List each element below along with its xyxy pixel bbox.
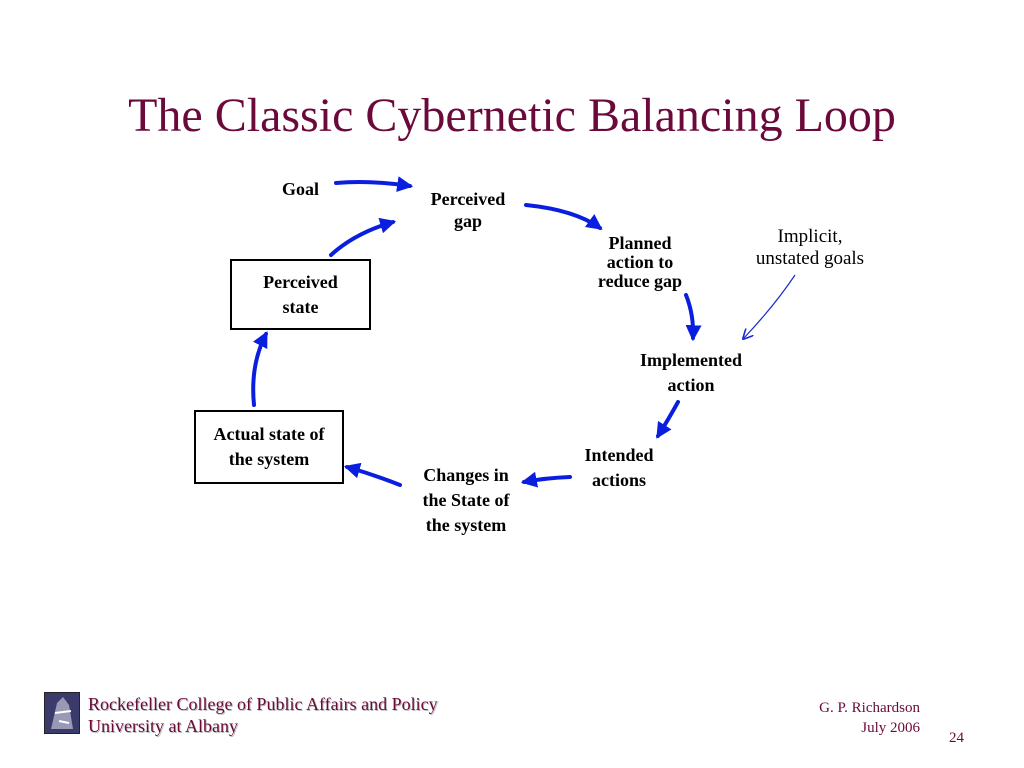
footer-author: G. P. Richardson <box>819 700 920 716</box>
footer-date: July 2006 <box>861 720 920 736</box>
node-intended-actions-line2: actions <box>592 470 646 490</box>
university-seal-logo <box>44 692 80 734</box>
arrow-gap-to-planned <box>524 203 603 230</box>
node-implicit-goals: Implicit, unstated goals <box>742 226 878 270</box>
arrow-perceived-state-to-gap <box>329 217 397 257</box>
footer-institution-line2: University at Albany <box>88 716 238 736</box>
footer-institution: Rockefeller College of Public Affairs an… <box>88 693 438 737</box>
node-changes-in-state-line2: the State of <box>422 490 510 510</box>
slide-title: The Classic Cybernetic Balancing Loop <box>128 89 896 142</box>
node-perceived-gap-line2: gap <box>453 211 482 231</box>
node-implemented-action: Implemented action <box>620 348 762 398</box>
node-planned-action: Planned action to reduce gap <box>580 234 700 291</box>
page-number: 24 <box>949 730 964 746</box>
node-implemented-action-line1: Implemented <box>640 350 742 370</box>
node-planned-action-line2: action to <box>606 252 674 272</box>
arrow-implemented-to-intended <box>656 400 680 439</box>
node-actual-state-line1: Actual state of <box>213 424 325 444</box>
footer-institution-line1: Rockefeller College of Public Affairs an… <box>88 694 438 714</box>
arrow-actual-to-perceived-state <box>251 331 268 407</box>
node-planned-action-line3: reduce gap <box>597 271 683 291</box>
node-implicit-goals-line1: Implicit, <box>777 226 843 247</box>
node-actual-state-box: Actual state of the system <box>194 410 344 484</box>
node-planned-action-line1: Planned <box>608 233 672 253</box>
arrow-changes-to-actual <box>343 462 402 487</box>
seal-figure-icon <box>51 697 73 729</box>
node-intended-actions: Intended actions <box>568 443 670 493</box>
node-perceived-state-box: Perceived state <box>230 259 371 330</box>
arrow-implicit-to-implemented <box>744 274 796 338</box>
node-actual-state-line2: the system <box>228 449 310 469</box>
node-perceived-gap-line1: Perceived <box>430 189 506 209</box>
node-goal-label: Goal <box>282 179 320 199</box>
node-changes-in-state-line3: the system <box>425 515 507 535</box>
node-changes-in-state-line1: Changes in <box>423 465 509 485</box>
arrow-intended-to-changes <box>520 471 572 488</box>
footer-author-date: G. P. Richardson July 2006 <box>819 698 920 738</box>
arrow-goal-to-gap <box>334 176 414 193</box>
node-implicit-goals-line2: unstated goals <box>755 248 865 269</box>
arrow-planned-to-implemented <box>684 293 702 342</box>
node-changes-in-state: Changes in the State of the system <box>404 463 528 538</box>
node-goal: Goal <box>282 178 319 200</box>
node-perceived-state-line2: state <box>282 296 319 317</box>
node-perceived-state-line1: Perceived <box>263 271 338 292</box>
node-implemented-action-line2: action <box>667 375 715 395</box>
node-perceived-gap: Perceived gap <box>414 188 522 232</box>
node-intended-actions-line1: Intended <box>584 445 654 465</box>
